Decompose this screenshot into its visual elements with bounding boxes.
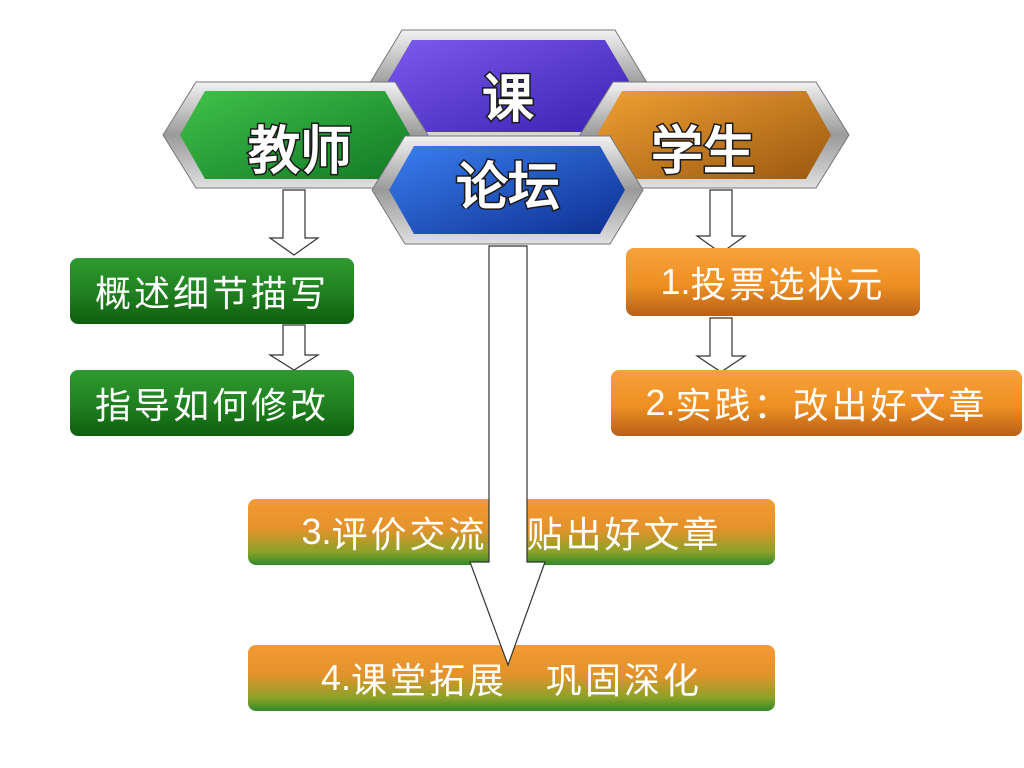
student-step-1-number: 1. (660, 261, 691, 302)
hexagon-course: 课 (367, 29, 650, 143)
teacher-step-1: 概述细节描写 (70, 258, 354, 324)
teacher-step-2-label: 指导如何修改 (94, 386, 329, 427)
arrow-sstep1-to-sstep2 (695, 317, 747, 373)
hexagon-student-label: 学生 (651, 122, 755, 182)
student-step-2-number: 2. (645, 382, 676, 423)
student-step-2: 2.实践：改出好文章 (611, 370, 1022, 436)
student-step-1-label: 投票选状元 (690, 265, 886, 306)
hexagon-course-label: 课 (482, 70, 535, 130)
hexagon-forum: 论坛 (371, 135, 644, 245)
arrow-teacher-to-step1 (268, 189, 320, 256)
hexagon-teacher-label: 教师 (248, 122, 352, 182)
student-step-3: 3.评价交流 贴出好文章 (248, 499, 775, 565)
arrow-step1-to-step2 (267, 324, 321, 371)
student-step-1: 1.投票选状元 (626, 248, 920, 316)
student-step-3-number: 3. (301, 511, 332, 552)
student-step-4: 4.课堂拓展 巩固深化 (248, 645, 775, 711)
student-step-3-label: 评价交流 贴出好文章 (331, 515, 722, 556)
teacher-step-2: 指导如何修改 (70, 370, 354, 436)
student-step-4-number: 4. (320, 657, 351, 698)
hexagon-student: 学生 (579, 81, 850, 189)
hexagon-teacher: 教师 (162, 81, 429, 189)
hexagon-forum-label: 论坛 (456, 158, 560, 218)
arrow-student-to-step1 (695, 189, 747, 254)
student-step-4-label: 课堂拓展 巩固深化 (351, 661, 703, 702)
student-step-2-label: 实践：改出好文章 (675, 386, 988, 427)
teacher-step-1-label: 概述细节描写 (94, 274, 329, 315)
